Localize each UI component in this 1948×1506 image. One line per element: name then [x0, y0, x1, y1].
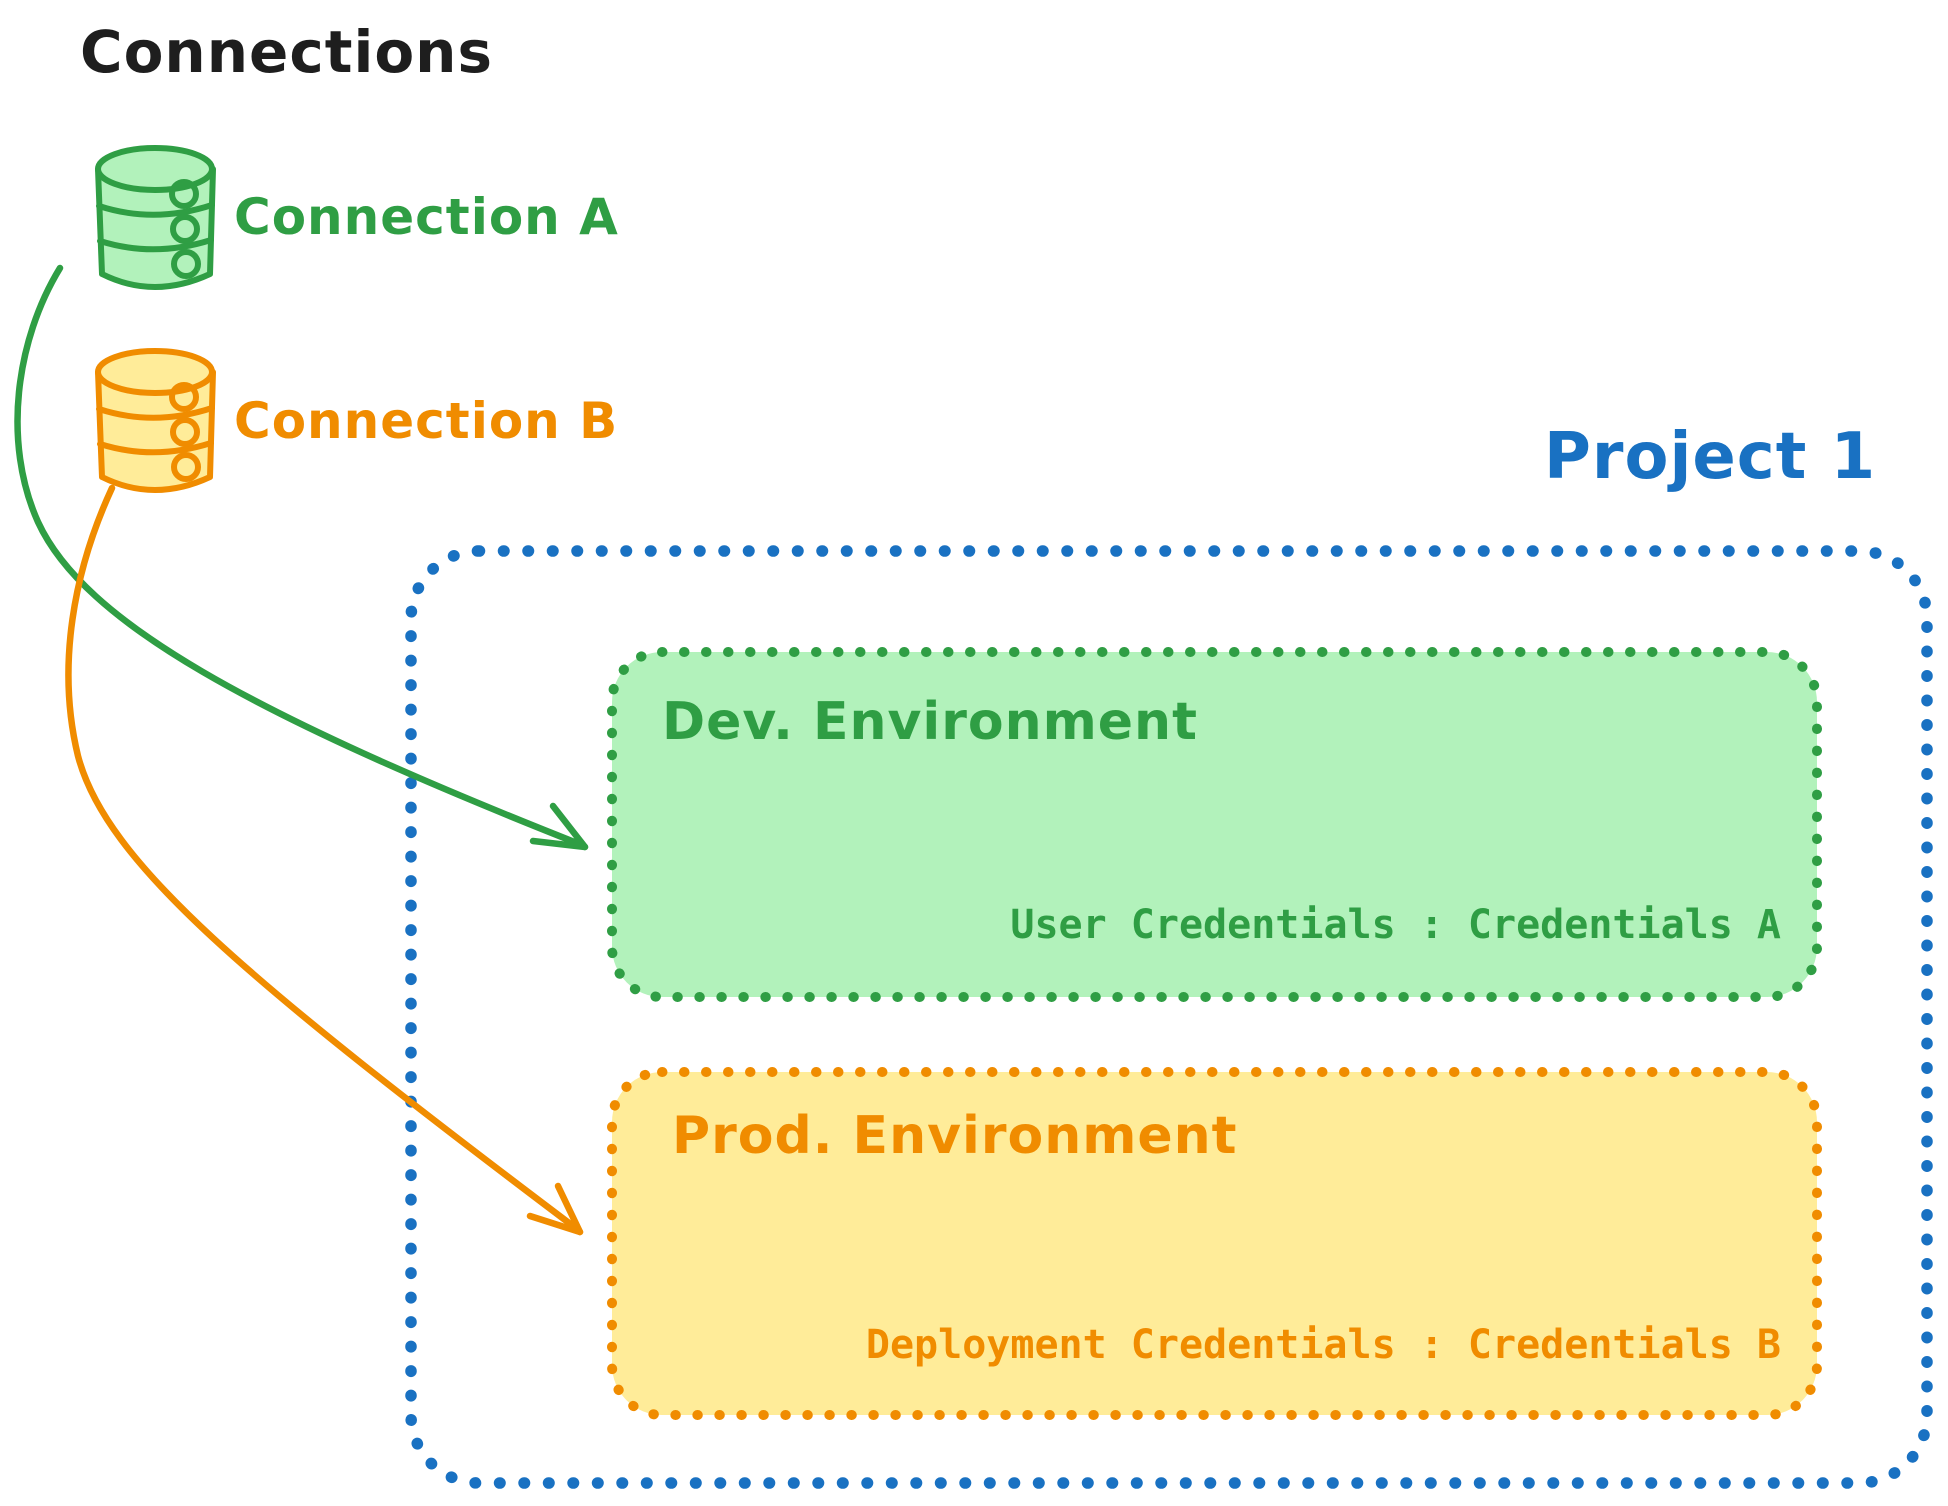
- arrow-connection-a-to-dev: [14, 264, 589, 851]
- connection-b-database-icon: [95, 348, 216, 493]
- connections-title: Connections: [80, 18, 493, 86]
- dev-environment-box: [607, 647, 1822, 1002]
- dev-environment-title: Dev. Environment: [662, 692, 1198, 752]
- prod-environment-credentials: Deployment Credentials : Credentials B: [865, 1322, 1781, 1368]
- connection-b-label: Connection B: [234, 392, 619, 450]
- prod-environment-title: Prod. Environment: [672, 1106, 1238, 1166]
- project-1-title: Project 1: [1544, 420, 1877, 494]
- project-1-container-border: [405, 545, 1933, 1489]
- dev-environment-credentials: User Credentials : Credentials A: [1010, 902, 1781, 948]
- prod-environment-box: [607, 1067, 1822, 1420]
- connection-a-label: Connection A: [234, 188, 619, 246]
- connection-a-database-icon: [95, 145, 216, 290]
- arrow-connection-b-to-prod: [65, 484, 584, 1236]
